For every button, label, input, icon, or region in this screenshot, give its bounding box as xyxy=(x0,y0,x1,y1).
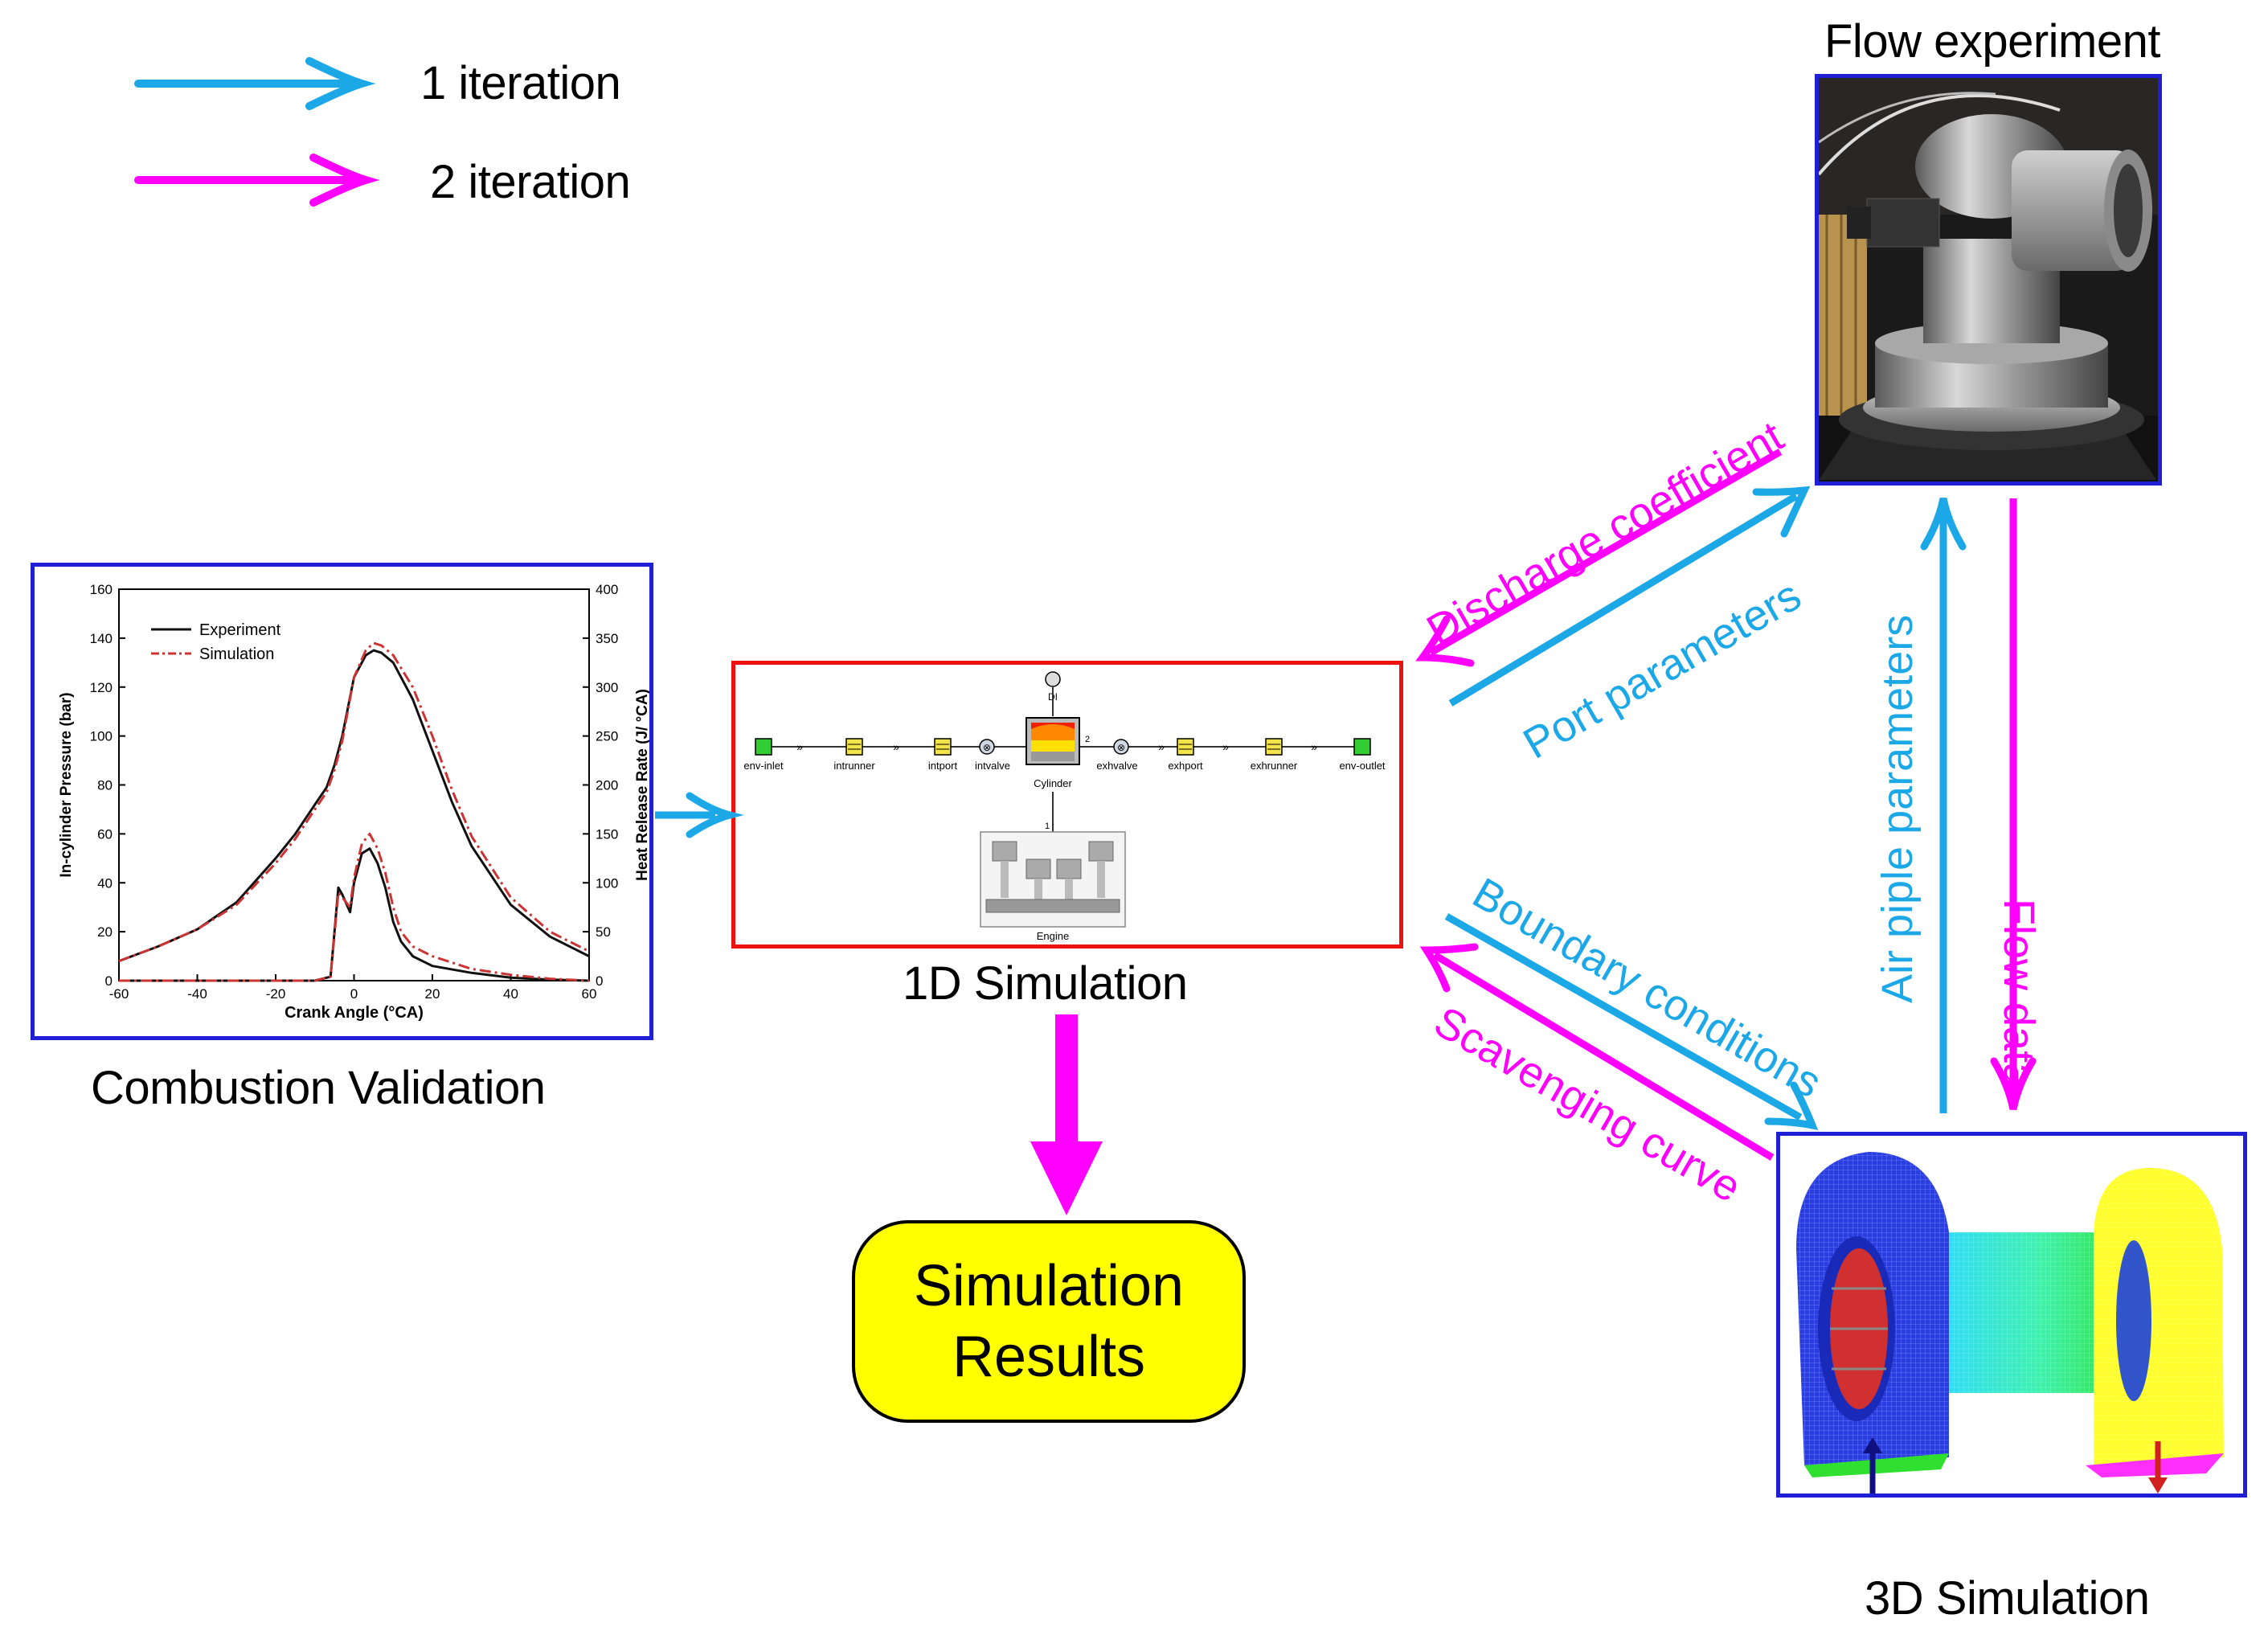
y2-tick-label: 50 xyxy=(596,924,611,940)
exhrunner-pipe-icon xyxy=(1265,738,1283,756)
intport-pipe-icon xyxy=(934,738,952,756)
flow-data-label: Flow data xyxy=(1995,899,2043,1088)
series-line-2 xyxy=(119,847,590,982)
arrow-flow-data xyxy=(1990,498,2037,1110)
engine-label: Engine xyxy=(1037,930,1069,942)
port-2-label: 2 xyxy=(1085,735,1090,744)
connector-icon: » xyxy=(893,740,899,753)
y-axis-label: In-cylinder Pressure (bar) xyxy=(58,692,75,877)
intport-label: intport xyxy=(928,760,958,772)
y2-axis-label: Heat Release Rate (J/ °CA) xyxy=(634,689,649,881)
y-tick-label: 60 xyxy=(97,826,113,842)
connector-icon: » xyxy=(1158,740,1165,753)
cylinder-icon xyxy=(1026,717,1080,765)
y-tick-label: 80 xyxy=(97,778,113,793)
simulation-results-line1: Simulation xyxy=(913,1254,1185,1318)
y-tick-label: 20 xyxy=(97,924,113,940)
x-tick-label: 0 xyxy=(350,986,358,1002)
air-pipe-parameters-label: Air piple parameters xyxy=(1873,614,1922,1003)
env-inlet-block xyxy=(755,738,772,756)
y2-tick-label: 150 xyxy=(596,826,618,842)
y2-tick-label: 300 xyxy=(596,680,618,695)
y2-tick-label: 100 xyxy=(596,875,618,891)
env-outlet-block xyxy=(1353,738,1371,756)
simulation-results-line2: Results xyxy=(952,1325,1146,1389)
exhvalve-icon xyxy=(1113,739,1129,755)
simulation-results-node: Simulation Results xyxy=(852,1220,1246,1423)
series-line-1 xyxy=(118,641,590,963)
y-tick-label: 160 xyxy=(90,582,113,597)
intrunner-pipe-icon xyxy=(845,738,863,756)
legend-label-0: Experiment xyxy=(199,621,281,639)
one-d-model-diagram: env-inlet » intrunner » intport ⊗ intval… xyxy=(743,671,1386,942)
legend-arrows xyxy=(134,57,380,207)
x-tick-label: 20 xyxy=(425,986,440,1002)
one-d-simulation-box: env-inlet » intrunner » intport ⊗ intval… xyxy=(731,661,1403,949)
intvalve-label: intvalve xyxy=(975,760,1010,772)
intrunner-label: intrunner xyxy=(833,760,875,772)
y-tick-label: 140 xyxy=(90,631,113,646)
legend-label-1: 1 iteration xyxy=(420,57,621,109)
connector-icon: » xyxy=(1222,740,1229,753)
one-d-simulation-title: 1D Simulation xyxy=(903,957,1188,1010)
arrow-boundary-conditions xyxy=(1444,913,1819,1131)
y-tick-label: 120 xyxy=(90,680,113,695)
y2-tick-label: 200 xyxy=(596,778,618,793)
injector-icon xyxy=(1045,671,1061,687)
arrow-air-pipe-parameters xyxy=(1920,498,1967,1113)
svg-text:⊗: ⊗ xyxy=(1117,742,1125,753)
y2-tick-label: 0 xyxy=(596,973,603,989)
flow-experiment-title: Flow experiment xyxy=(1824,15,2160,68)
three-d-simulation-title: 3D Simulation xyxy=(1865,1572,2150,1625)
y-tick-label: 0 xyxy=(105,973,113,989)
x-tick-label: -60 xyxy=(109,986,129,1002)
arrow-1d-to-results xyxy=(1030,1014,1103,1215)
x-tick-label: -40 xyxy=(187,986,207,1002)
y2-tick-label: 350 xyxy=(596,631,618,646)
connector-icon: » xyxy=(796,740,803,753)
exhport-pipe-icon xyxy=(1177,738,1194,756)
engine-icon xyxy=(980,831,1126,928)
arrow-chart-to-1d xyxy=(655,792,744,838)
legend-arrow-1 xyxy=(134,57,376,110)
legend-label-2: 2 iteration xyxy=(430,156,631,208)
y-tick-label: 40 xyxy=(97,875,113,891)
arrow-scavenging-curve xyxy=(1419,943,1775,1161)
y2-tick-label: 400 xyxy=(596,582,618,597)
three-d-simulation-mesh xyxy=(1776,1132,2247,1498)
connector-icon: » xyxy=(1311,740,1317,753)
port-1-label: 1 xyxy=(1045,822,1050,831)
exhvalve-label: exhvalve xyxy=(1096,760,1137,772)
arrow-discharge-coefficient xyxy=(1415,449,1783,667)
exhrunner-label: exhrunner xyxy=(1251,760,1298,772)
x-axis-label: Crank Angle (°CA) xyxy=(285,1004,424,1022)
cylinder-label: Cylinder xyxy=(1034,777,1072,789)
combustion-validation-title: Combustion Validation xyxy=(91,1062,546,1114)
intvalve-icon xyxy=(979,739,995,755)
flow-experiment-photo xyxy=(1815,74,2162,486)
y2-tick-label: 250 xyxy=(596,729,618,744)
y-tick-label: 100 xyxy=(90,729,113,744)
env-inlet-label: env-inlet xyxy=(743,760,784,772)
x-tick-label: 40 xyxy=(503,986,518,1002)
x-tick-label: -20 xyxy=(266,986,286,1002)
exhport-label: exhport xyxy=(1168,760,1203,772)
env-outlet-label: env-outlet xyxy=(1339,760,1385,772)
legend-arrow-2 xyxy=(134,154,380,207)
x-tick-label: 60 xyxy=(582,986,597,1002)
svg-text:⊗: ⊗ xyxy=(983,742,991,753)
legend-label-1: Simulation xyxy=(199,645,274,663)
arrow-port-parameters xyxy=(1448,486,1811,707)
